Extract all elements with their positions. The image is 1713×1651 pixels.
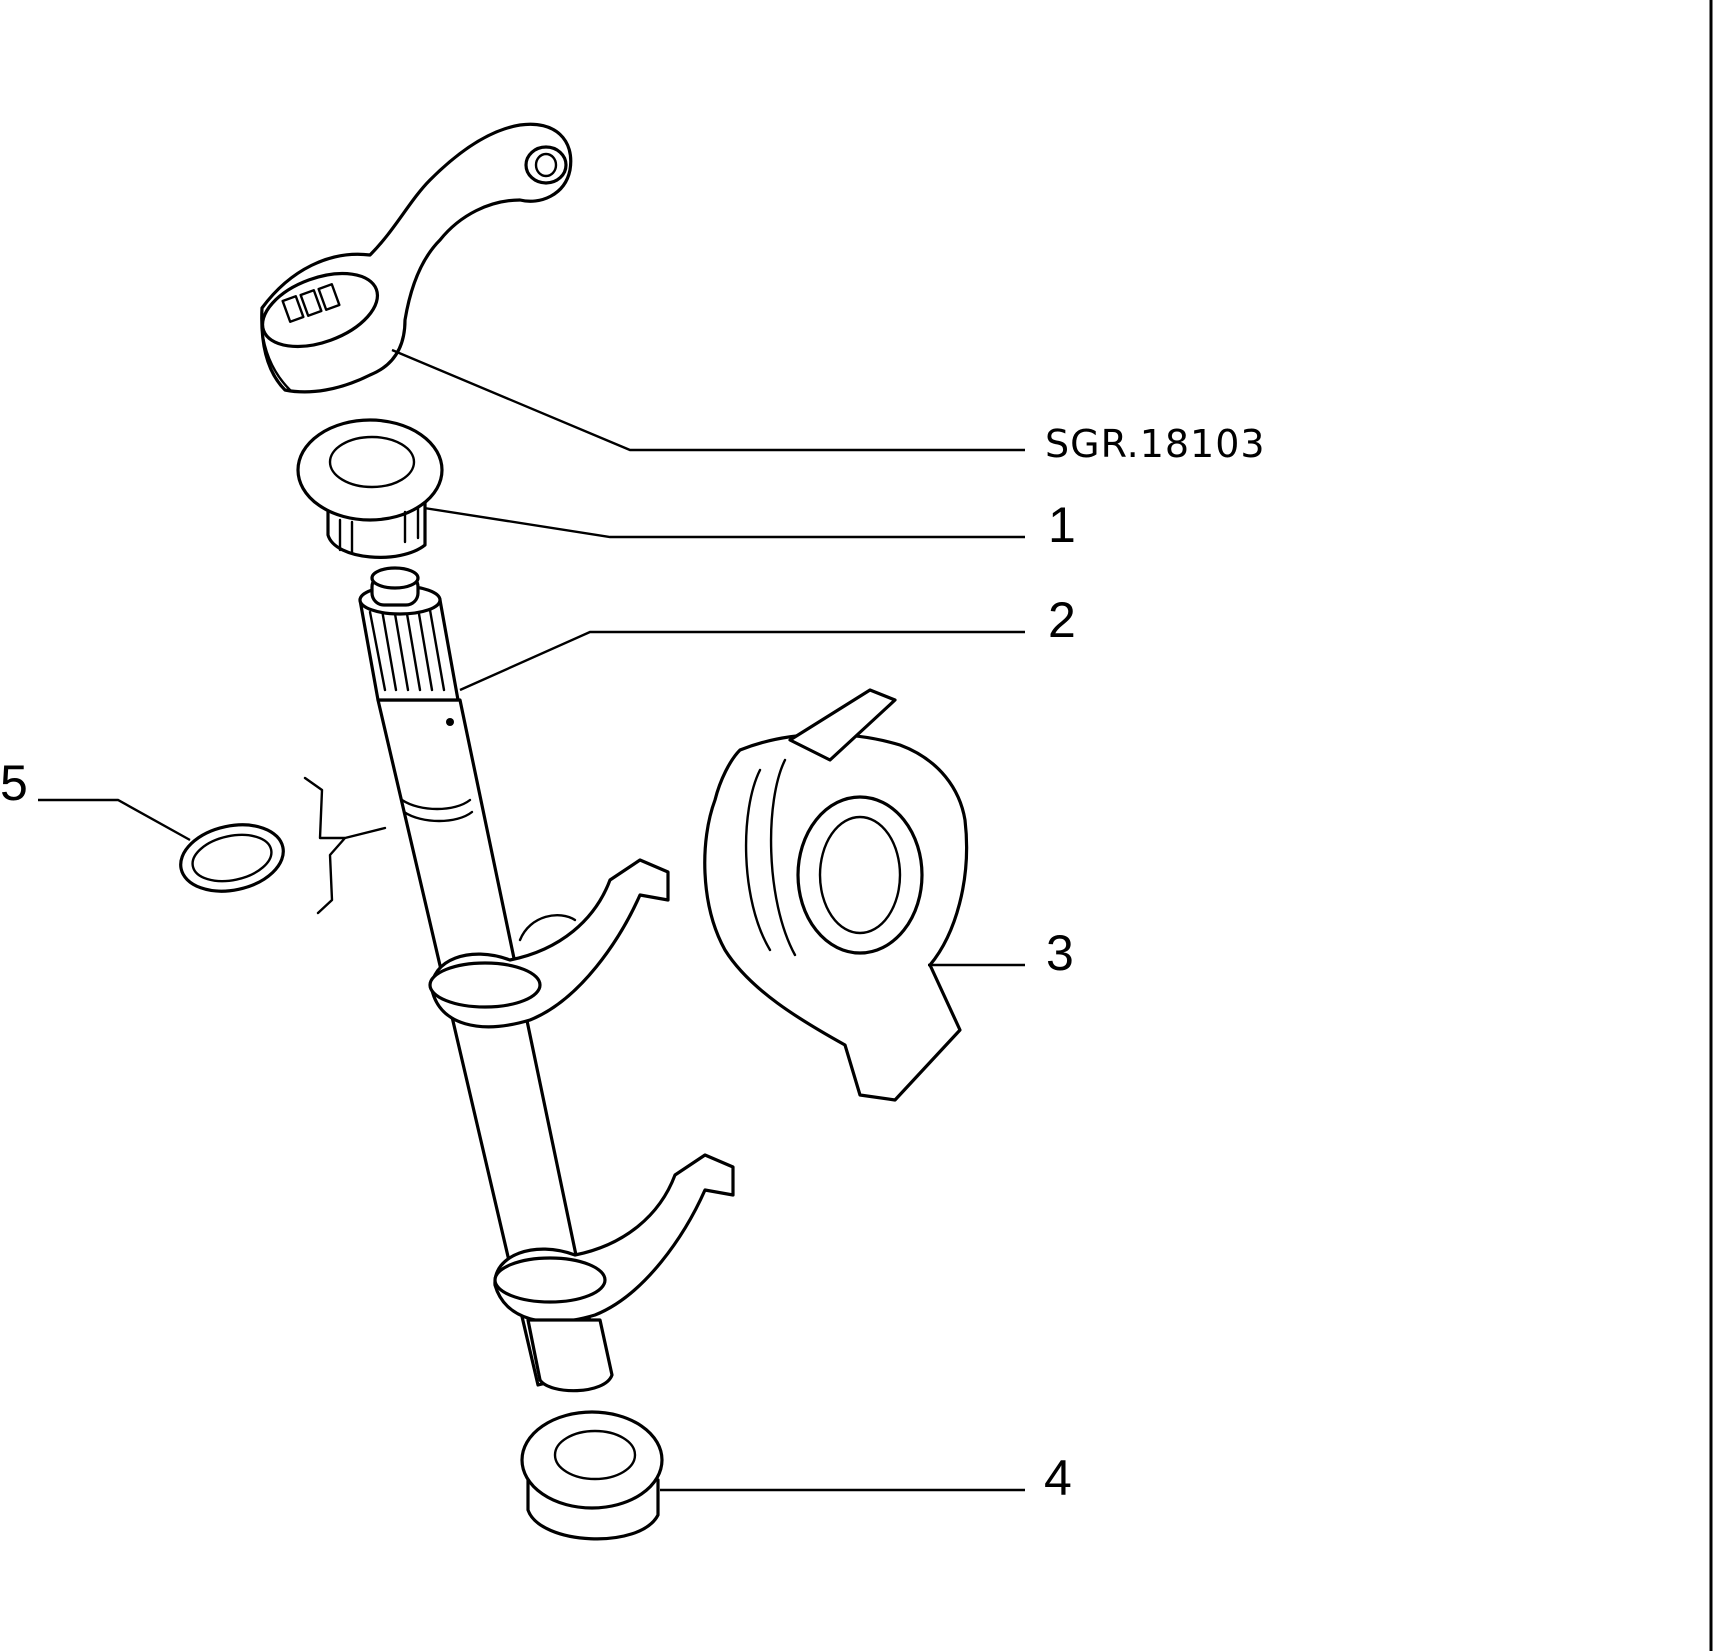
callout-5: 5 <box>0 755 28 811</box>
callout-3: 3 <box>1046 925 1074 981</box>
upper-bush-part <box>296 418 444 559</box>
release-bearing-part <box>703 688 969 1102</box>
callout-4: 4 <box>1044 1450 1072 1506</box>
assembly-bracket <box>303 776 387 915</box>
callout-2: 2 <box>1048 592 1076 648</box>
seal-ring-part <box>179 823 285 893</box>
callout-1: 1 <box>1048 497 1076 553</box>
lower-bush-part <box>520 1410 664 1541</box>
fork-shaft-part <box>358 566 735 1393</box>
lever-part <box>260 122 573 394</box>
leader-lines <box>38 348 1025 1492</box>
reference-code-label: SGR.18103 <box>1045 422 1266 466</box>
